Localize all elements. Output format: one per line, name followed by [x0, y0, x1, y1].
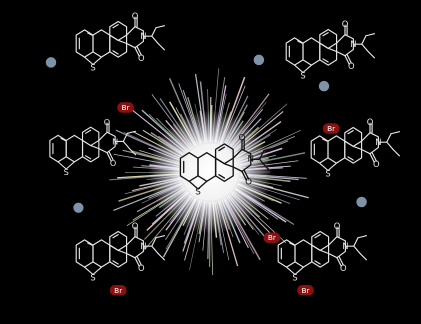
oxygen-label: O	[367, 117, 374, 127]
bromine-label: Br	[327, 124, 336, 133]
oxygen-label: O	[348, 61, 355, 71]
oxygen-label: O	[138, 263, 145, 273]
oxygen-label: O	[132, 11, 139, 21]
iodine-badge	[356, 196, 367, 208]
bromine-badge	[263, 232, 281, 243]
nitrogen-label: N	[140, 31, 146, 41]
nitrogen-label: N	[350, 39, 356, 49]
oxygen-label: O	[138, 53, 145, 63]
sulfur-label: S	[64, 167, 69, 177]
nitrogen-label: N	[342, 241, 348, 251]
bromine-badge	[117, 102, 134, 113]
sulfur-label: S	[325, 169, 330, 179]
bromine-label: Br	[122, 103, 131, 112]
molecule-center: O O N S	[179, 133, 274, 197]
oxygen-label: O	[334, 221, 341, 231]
nitrogen-label: N	[248, 154, 255, 164]
oxygen-label: O	[342, 19, 349, 29]
bromine-badge	[109, 285, 127, 296]
molecule-mid-right: O O N S Br	[310, 117, 400, 208]
sulfur-label: S	[195, 187, 201, 197]
iodine-badge	[318, 80, 330, 92]
bromine-badge	[322, 123, 340, 134]
sulfur-label: S	[90, 273, 95, 283]
bromine-label: Br	[301, 286, 310, 295]
oxygen-label: O	[104, 117, 110, 127]
iodine-badge	[73, 202, 84, 213]
oxygen-label: O	[340, 263, 347, 273]
molecule-bottom-left: O O N S Br	[75, 221, 165, 296]
sulfur-label: S	[292, 273, 297, 283]
iodine-badge	[253, 54, 265, 66]
bromine-badge	[297, 285, 314, 296]
molecule-top-right: O O N S	[253, 19, 375, 92]
nitrogen-label: N	[375, 137, 381, 147]
nitrogen-label: N	[112, 136, 118, 146]
iodine-badge	[45, 57, 57, 68]
bromine-label: Br	[268, 233, 277, 242]
molecule-bottom-right: O O N S Br Br	[263, 221, 367, 296]
sulfur-label: S	[90, 63, 95, 73]
oxygen-label: O	[373, 159, 380, 169]
sulfur-label: S	[300, 71, 305, 81]
bromine-label: Br	[114, 286, 123, 295]
glow-core	[148, 110, 272, 234]
oxygen-label: O	[110, 158, 116, 168]
oxygen-label: O	[245, 177, 252, 187]
molecule-top-left: O O N S Br	[45, 11, 165, 113]
nitrogen-label: N	[140, 241, 146, 251]
oxygen-label: O	[239, 133, 246, 143]
molecule-mid-left: O O N S	[49, 117, 137, 213]
oxygen-label: O	[132, 221, 139, 231]
